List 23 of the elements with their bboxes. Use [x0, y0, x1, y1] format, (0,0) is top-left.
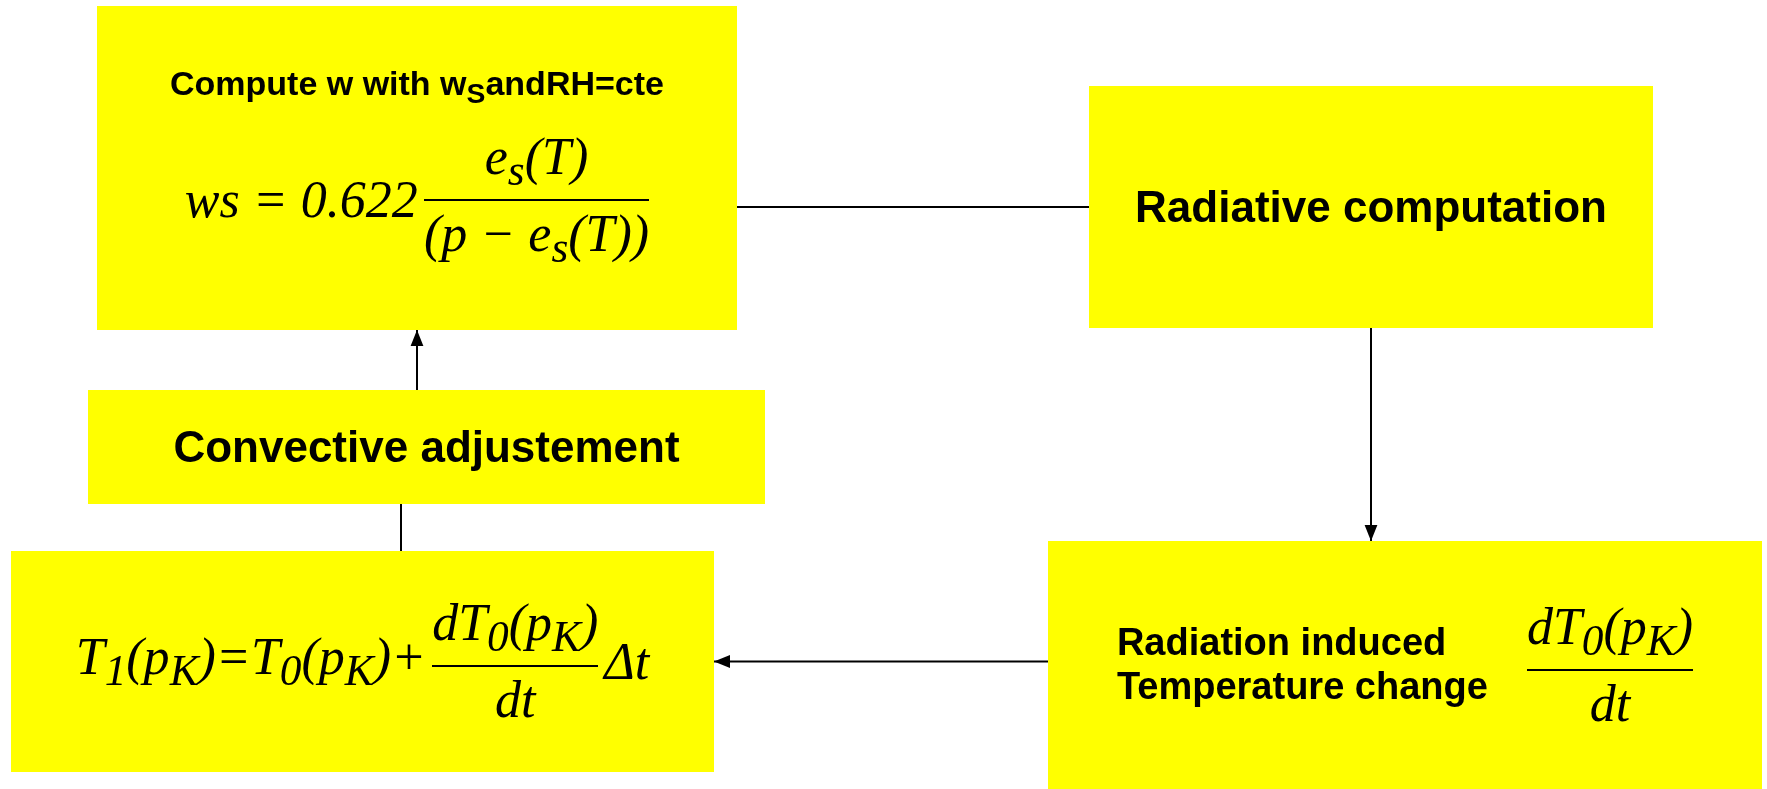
step-title: Radiative computation — [1135, 181, 1607, 233]
step-title: Compute w with w$_{S}$andRH=cte — [170, 64, 664, 110]
step-title: Convective adjustement — [173, 421, 680, 473]
arrow — [713, 655, 1049, 668]
arrow — [410, 329, 424, 391]
connector-line — [736, 206, 1090, 208]
formula-denominator: (p − e$_{s}$(T)) — [423, 204, 650, 272]
connector-line — [400, 503, 402, 552]
formula-numerator: dT$_{0}$(p$_{K}$) — [1526, 597, 1694, 665]
formula-denominator: dt — [1589, 674, 1631, 733]
process-box — [11, 551, 714, 772]
formula-text: T$_{1}$(p$_{K}$)=T$_{0}$(p$_{K}$)+ — [75, 627, 427, 695]
process-box — [97, 6, 737, 330]
formula-numerator: e$_{s}$(T) — [484, 127, 589, 195]
formula-denominator: dt — [495, 671, 536, 729]
formula-text: ws = 0.622 — [184, 171, 418, 229]
process-box — [1089, 86, 1653, 328]
formula-numerator: dT$_{0}$(p$_{K}$) — [432, 594, 599, 662]
arrow — [1364, 327, 1378, 542]
formula-text: Δt — [604, 632, 650, 691]
process-box — [1048, 541, 1762, 789]
step-title: Radiation induced Temperature change — [1116, 621, 1489, 709]
process-box — [88, 390, 765, 504]
